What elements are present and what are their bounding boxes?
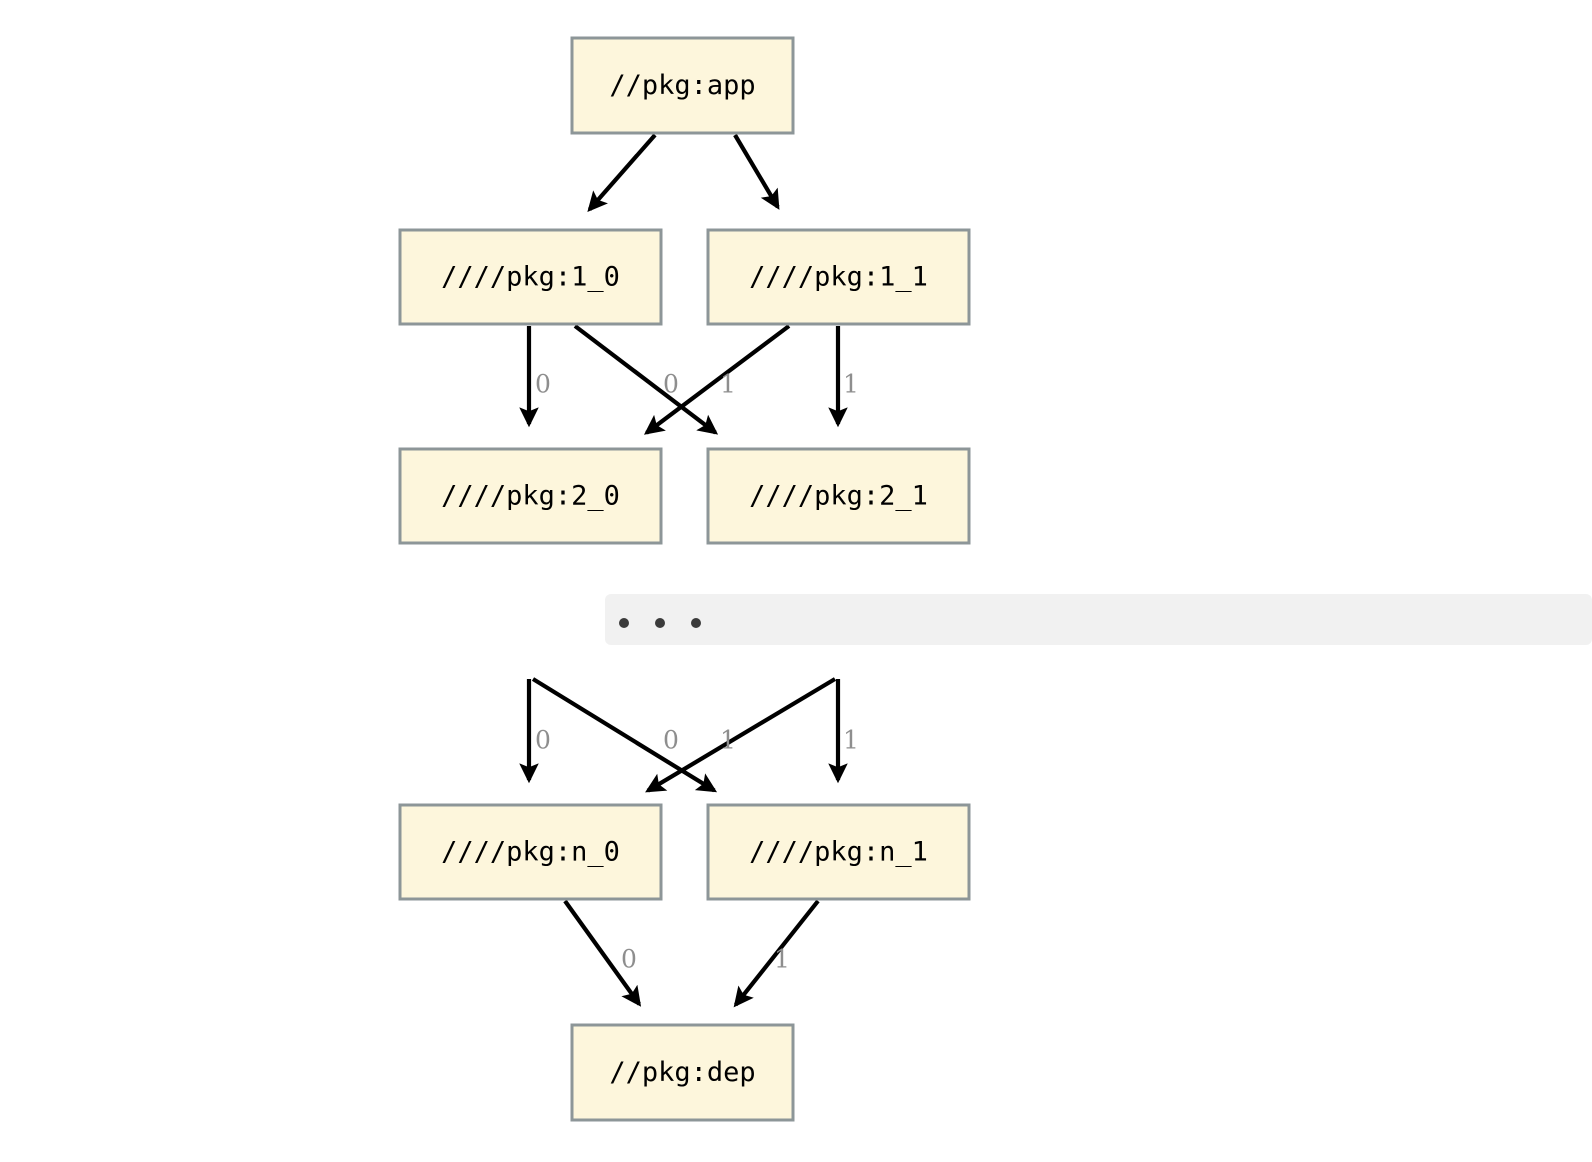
ellipsis-band-background [605, 594, 1592, 645]
edge-line [733, 899, 820, 1008]
edge-line [645, 677, 837, 793]
graph-edge: 1 [828, 326, 859, 428]
node-label: ////pkg:n_1 [749, 837, 928, 868]
graph-edge: 1 [733, 899, 820, 1008]
node-box[interactable] [570, 1023, 795, 1122]
edge-label: 0 [663, 370, 679, 399]
node-box[interactable] [398, 447, 663, 545]
edge-label: 0 [621, 945, 637, 974]
graph-node-dep[interactable]: //pkg:dep [570, 1023, 795, 1122]
graph-edge: 0 [519, 679, 551, 784]
node-box[interactable] [398, 803, 663, 901]
edge-line [563, 899, 642, 1007]
edge-label: 1 [843, 726, 859, 755]
graph-edge: 0 [531, 677, 718, 793]
edge-label: 0 [535, 726, 551, 755]
graph-node-app[interactable]: //pkg:app [570, 36, 795, 135]
edge-line [643, 324, 791, 435]
ellipsis-band-layer [605, 594, 1592, 645]
graph-node-n2_0[interactable]: ////pkg:2_0 [398, 447, 663, 545]
nodes-layer: //pkg:app ////pkg:1_0 ////pkg:1_1 ////pkg:2… [398, 36, 971, 1122]
edge-label: 0 [663, 726, 679, 755]
graph-edge [587, 133, 657, 212]
edge-label: 1 [774, 945, 790, 974]
graph-edge: 1 [643, 324, 791, 435]
edges-layer: 0 0 1 1 0 0 1 1 0 1 [519, 133, 859, 1008]
graph-edge: 1 [828, 679, 859, 784]
edge-label: 1 [720, 370, 736, 399]
edge-line [573, 324, 719, 435]
node-label: ////pkg:2_1 [749, 481, 928, 512]
ellipsis-dot [619, 618, 629, 628]
edge-line [587, 133, 657, 212]
node-label: ////pkg:2_0 [441, 481, 620, 512]
node-box[interactable] [706, 228, 971, 326]
graph-node-n1_1[interactable]: ////pkg:1_1 [706, 228, 971, 326]
graph-node-nn_1[interactable]: ////pkg:n_1 [706, 803, 971, 901]
graph-node-n1_0[interactable]: ////pkg:1_0 [398, 228, 663, 326]
node-label: //pkg:dep [609, 1057, 755, 1088]
graph-edge: 0 [519, 326, 551, 428]
ellipsis-dot [691, 618, 701, 628]
edge-label: 1 [843, 370, 859, 399]
node-label: ////pkg:n_0 [441, 837, 620, 868]
graph-edge [733, 133, 780, 210]
node-label: ////pkg:1_0 [441, 262, 620, 293]
node-box[interactable] [706, 803, 971, 901]
edge-line [733, 133, 780, 210]
ellipsis-band [605, 594, 1592, 645]
node-box[interactable] [706, 447, 971, 545]
graph-edge: 0 [563, 899, 642, 1007]
edge-line [531, 677, 718, 793]
edge-label: 1 [720, 726, 736, 755]
graph-node-n2_1[interactable]: ////pkg:2_1 [706, 447, 971, 545]
graph-edge: 1 [645, 677, 837, 793]
graph-edge: 0 [573, 324, 719, 435]
node-label: ////pkg:1_1 [749, 262, 928, 293]
node-box[interactable] [570, 36, 795, 135]
graph-node-nn_0[interactable]: ////pkg:n_0 [398, 803, 663, 901]
node-box[interactable] [398, 228, 663, 326]
edge-label: 0 [535, 370, 551, 399]
ellipsis-dot [655, 618, 665, 628]
node-label: //pkg:app [609, 70, 755, 101]
